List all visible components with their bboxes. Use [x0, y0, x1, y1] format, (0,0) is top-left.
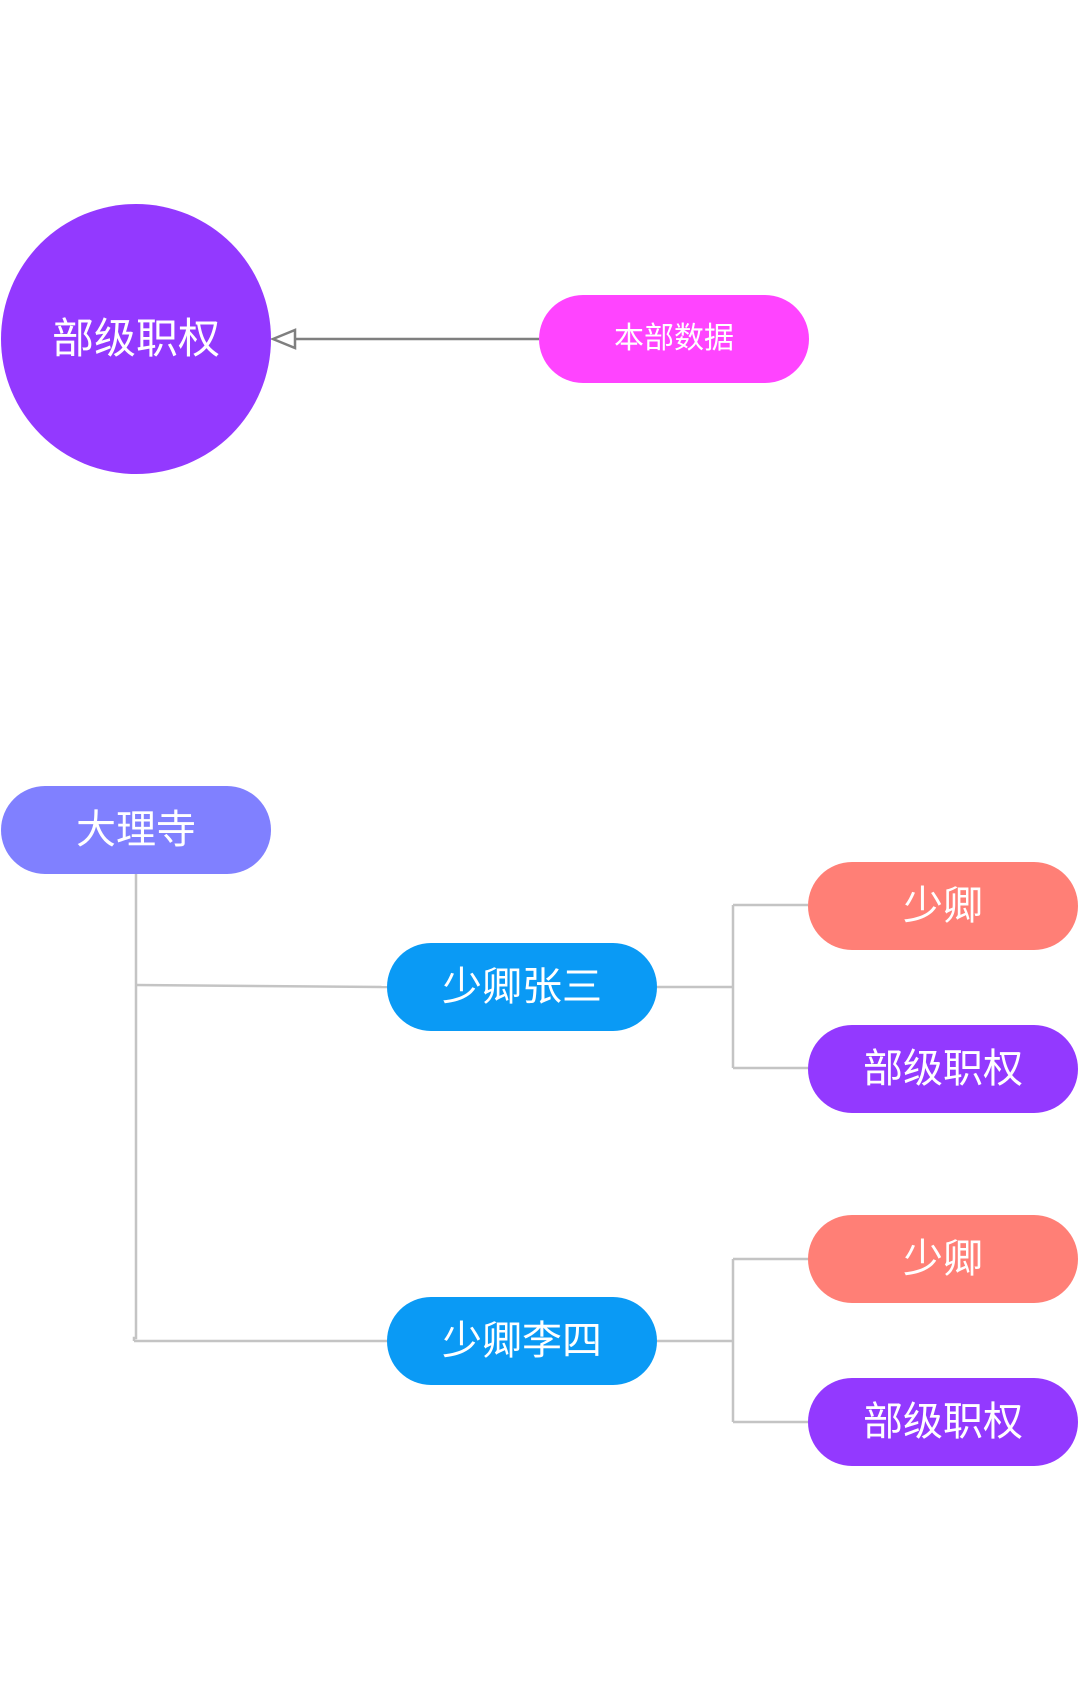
branch-node-zhang[interactable]: 少卿张三 [387, 943, 657, 1031]
li-to-leaves-edge [657, 1257, 808, 1424]
leaf-node-label: 部级职权 [863, 1046, 1023, 1092]
root-trunk-edge [132, 874, 138, 1341]
department-data-label: 本部数据 [614, 321, 734, 356]
root-node-label: 大理寺 [76, 807, 196, 853]
leaf-node-authority[interactable]: 部级职权 [808, 1378, 1078, 1466]
zhang-to-leaves-edge [657, 903, 808, 1070]
leaf-node-label: 少卿 [903, 1236, 983, 1282]
leaf-node-title[interactable]: 少卿 [808, 1215, 1078, 1303]
arrowhead-icon [269, 328, 297, 350]
authority-circle-label: 部级职权 [51, 314, 220, 363]
branch-node-li[interactable]: 少卿李四 [387, 1297, 657, 1385]
branch-node-label: 少卿张三 [442, 964, 602, 1010]
leaf-node-label: 少卿 [903, 883, 983, 929]
leaf-node-label: 部级职权 [863, 1399, 1023, 1445]
leaf-node-title[interactable]: 少卿 [808, 862, 1078, 950]
leaf-node-authority[interactable]: 部级职权 [808, 1025, 1078, 1113]
department-data-node[interactable]: 本部数据 [539, 295, 809, 383]
root-to-zhang-edge [135, 983, 388, 989]
authority-circle-node[interactable]: 部级职权 [1, 204, 271, 474]
root-node[interactable]: 大理寺 [1, 786, 271, 874]
branch-node-label: 少卿李四 [442, 1318, 602, 1364]
